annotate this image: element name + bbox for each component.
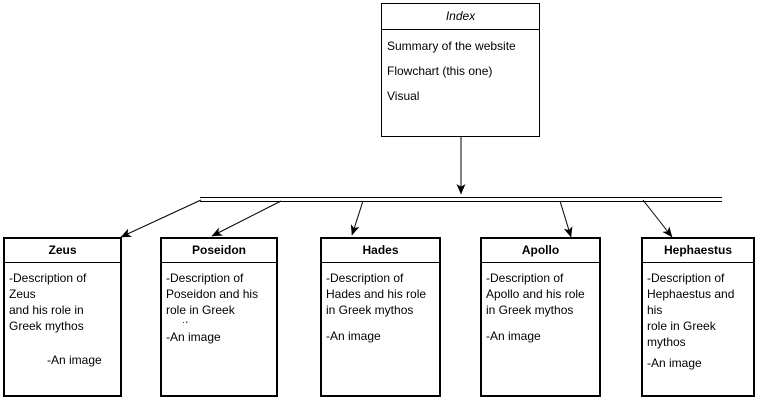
index-item-visual: Visual xyxy=(387,89,420,103)
arrow-to-apollo xyxy=(559,200,573,238)
card-apollo: Apollo -Description of Apollo and his ro… xyxy=(480,237,601,397)
card-poseidon-image-label: -An image xyxy=(166,330,221,344)
index-node-body: Summary of the website Flowchart (this o… xyxy=(382,30,539,104)
card-hades-description: -Description of Hades and his role in Gr… xyxy=(326,271,427,317)
card-apollo-description: -Description of Apollo and his role in G… xyxy=(486,271,585,317)
arrow-to-hephaestus xyxy=(642,199,673,238)
arrow-to-poseidon xyxy=(211,200,282,237)
card-zeus-title: Zeus xyxy=(5,239,120,263)
card-hades: Hades -Description of Hades and his role… xyxy=(320,237,441,397)
card-poseidon: Poseidon -Description of Poseidon and hi… xyxy=(160,237,278,397)
arrow-to-zeus xyxy=(120,199,202,238)
card-zeus-image-label: -An image xyxy=(47,353,102,367)
card-apollo-image-label: -An image xyxy=(486,329,541,343)
card-apollo-title: Apollo xyxy=(482,239,599,263)
card-apollo-body: -Description of Apollo and his role in G… xyxy=(482,263,599,348)
card-zeus-body: -Description of Zeus and his role in Gre… xyxy=(5,263,120,372)
card-hades-image-label: -An image xyxy=(326,329,381,343)
card-poseidon-title: Poseidon xyxy=(162,239,276,263)
card-poseidon-description: -Description of Poseidon and his role in… xyxy=(166,271,259,323)
index-item-flowchart: Flowchart (this one) xyxy=(387,64,493,78)
card-poseidon-body: -Description of Poseidon and his role in… xyxy=(162,263,276,349)
arrow-to-hades xyxy=(350,200,364,236)
card-hephaestus-image-label: -An image xyxy=(647,356,702,370)
card-hephaestus-title: Hephaestus xyxy=(643,239,753,263)
index-node: Index Summary of the website Flowchart (… xyxy=(381,3,540,137)
card-hades-title: Hades xyxy=(322,239,439,263)
index-node-title: Index xyxy=(382,4,539,30)
card-hephaestus-body: -Description of Hephaestus and his role … xyxy=(643,263,753,375)
card-zeus: Zeus -Description of Zeus and his role i… xyxy=(3,237,122,397)
index-item-summary: Summary of the website xyxy=(387,39,516,53)
card-hades-body: -Description of Hades and his role in Gr… xyxy=(322,263,439,348)
card-hephaestus: Hephaestus -Description of Hephaestus an… xyxy=(641,237,755,397)
card-zeus-description: -Description of Zeus and his role in Gre… xyxy=(9,271,87,333)
card-hephaestus-description: -Description of Hephaestus and his role … xyxy=(647,271,735,349)
